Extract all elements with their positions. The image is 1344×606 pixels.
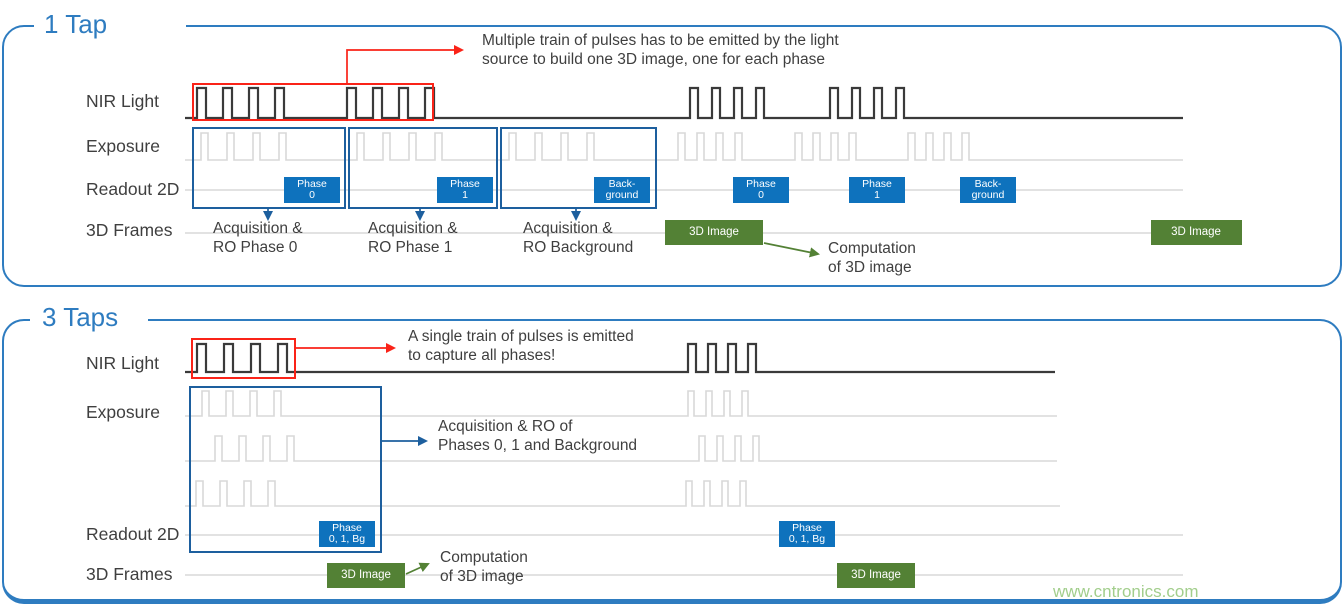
readout-phase-badge: Back-ground	[960, 177, 1016, 203]
badge-line: 1	[462, 189, 468, 201]
readout-phase-badge: Back-ground	[594, 177, 650, 203]
badge-line: Back-	[608, 177, 636, 190]
annotation-line: A single train of pulses is emitted	[408, 328, 634, 345]
badge-3d-image: 3D Image	[327, 563, 405, 588]
badge-line: ground	[971, 189, 1005, 201]
badge-line: ground	[605, 189, 639, 201]
annotation-line: Computation	[440, 549, 528, 566]
badge-line: Phase	[297, 177, 327, 190]
annotation-line: RO Background	[523, 239, 634, 256]
annotation-line: of 3D image	[828, 259, 912, 276]
badge-line: 0	[758, 189, 764, 201]
annotation-line: Acquisition &	[368, 220, 458, 237]
annotation-line: Computation	[828, 240, 916, 257]
highlight-box-blue	[348, 127, 498, 209]
row-label: 3D Frames	[86, 564, 173, 584]
panel-title: 3 Taps	[30, 301, 148, 333]
waveform-exposure	[185, 132, 1183, 161]
highlight-box-blue	[192, 127, 346, 209]
annotation-line: Acquisition &	[523, 220, 613, 237]
highlight-box-blue	[189, 386, 382, 553]
panel-frame	[2, 319, 1342, 604]
waveform-exposure-phase1	[185, 435, 1057, 462]
annotation-line: Multiple train of pulses has to be emitt…	[482, 32, 839, 49]
annotation-line: of 3D image	[440, 568, 524, 585]
red-arrow	[346, 44, 465, 84]
badge-line: 0, 1, Bg	[328, 533, 366, 545]
badge-line: Phase	[862, 177, 892, 190]
waveform-exposure-phase0	[185, 390, 1057, 417]
highlight-box-red	[192, 83, 434, 121]
row-label: Exposure	[86, 136, 160, 156]
row-label: NIR Light	[86, 353, 159, 373]
badge-line: 0	[309, 189, 315, 201]
row-label: Readout 2D	[86, 179, 180, 199]
badge-line: Phase	[746, 177, 776, 190]
annotation-text: Acquisition & RO Phase 1	[368, 219, 458, 257]
badge-line: 1	[874, 189, 880, 201]
panel-title: 1 Tap	[34, 8, 186, 40]
annotation-text: Computation of 3D image	[828, 239, 916, 277]
watermark: www.cntronics.com	[1053, 582, 1199, 601]
annotation-line: Acquisition & RO of	[438, 418, 573, 435]
annotation-text: Acquisition & RO of Phases 0, 1 and Backg…	[438, 417, 637, 455]
badge-3d-image: 3D Image	[837, 563, 915, 588]
badge-3d-image: 3D Image	[1150, 220, 1242, 245]
badge-line: Phase	[450, 177, 480, 190]
waveform-exposure-background	[185, 480, 1060, 507]
annotation-text: Multiple train of pulses has to be emitt…	[482, 31, 839, 69]
badge-line: Phase	[792, 521, 822, 534]
annotation-line: Phases 0, 1 and Background	[438, 437, 638, 454]
annotation-text: Acquisition & RO Phase 0	[213, 219, 303, 257]
green-arrow	[763, 242, 820, 258]
row-label: Readout 2D	[86, 524, 180, 544]
panel-frame	[2, 25, 1342, 287]
annotation-line: source to build one 3D image, one for ea…	[482, 51, 825, 68]
waveform-nir-light	[185, 342, 1055, 374]
annotation-text: Computation of 3D image	[440, 548, 528, 586]
row-label: Exposure	[86, 402, 160, 422]
green-arrow	[405, 562, 430, 575]
annotation-line: to capture all phases!	[408, 347, 556, 364]
annotation-text: Acquisition & RO Background	[523, 219, 633, 257]
row-label: NIR Light	[86, 91, 159, 111]
badge-line: 0, 1, Bg	[788, 533, 826, 545]
badge-3d-image: 3D Image	[665, 220, 763, 245]
annotation-text: A single train of pulses is emitted to ca…	[408, 327, 634, 365]
row-label: 3D Frames	[86, 220, 173, 240]
annotation-line: Acquisition &	[213, 220, 303, 237]
badge-line: Phase	[332, 521, 362, 534]
annotation-line: RO Phase 1	[368, 239, 453, 256]
highlight-box-red	[191, 338, 296, 379]
waveform-nir-light	[185, 86, 1183, 120]
highlight-box-blue	[500, 127, 657, 209]
annotation-line: RO Phase 0	[213, 239, 298, 256]
badge-line: Back-	[974, 177, 1002, 190]
